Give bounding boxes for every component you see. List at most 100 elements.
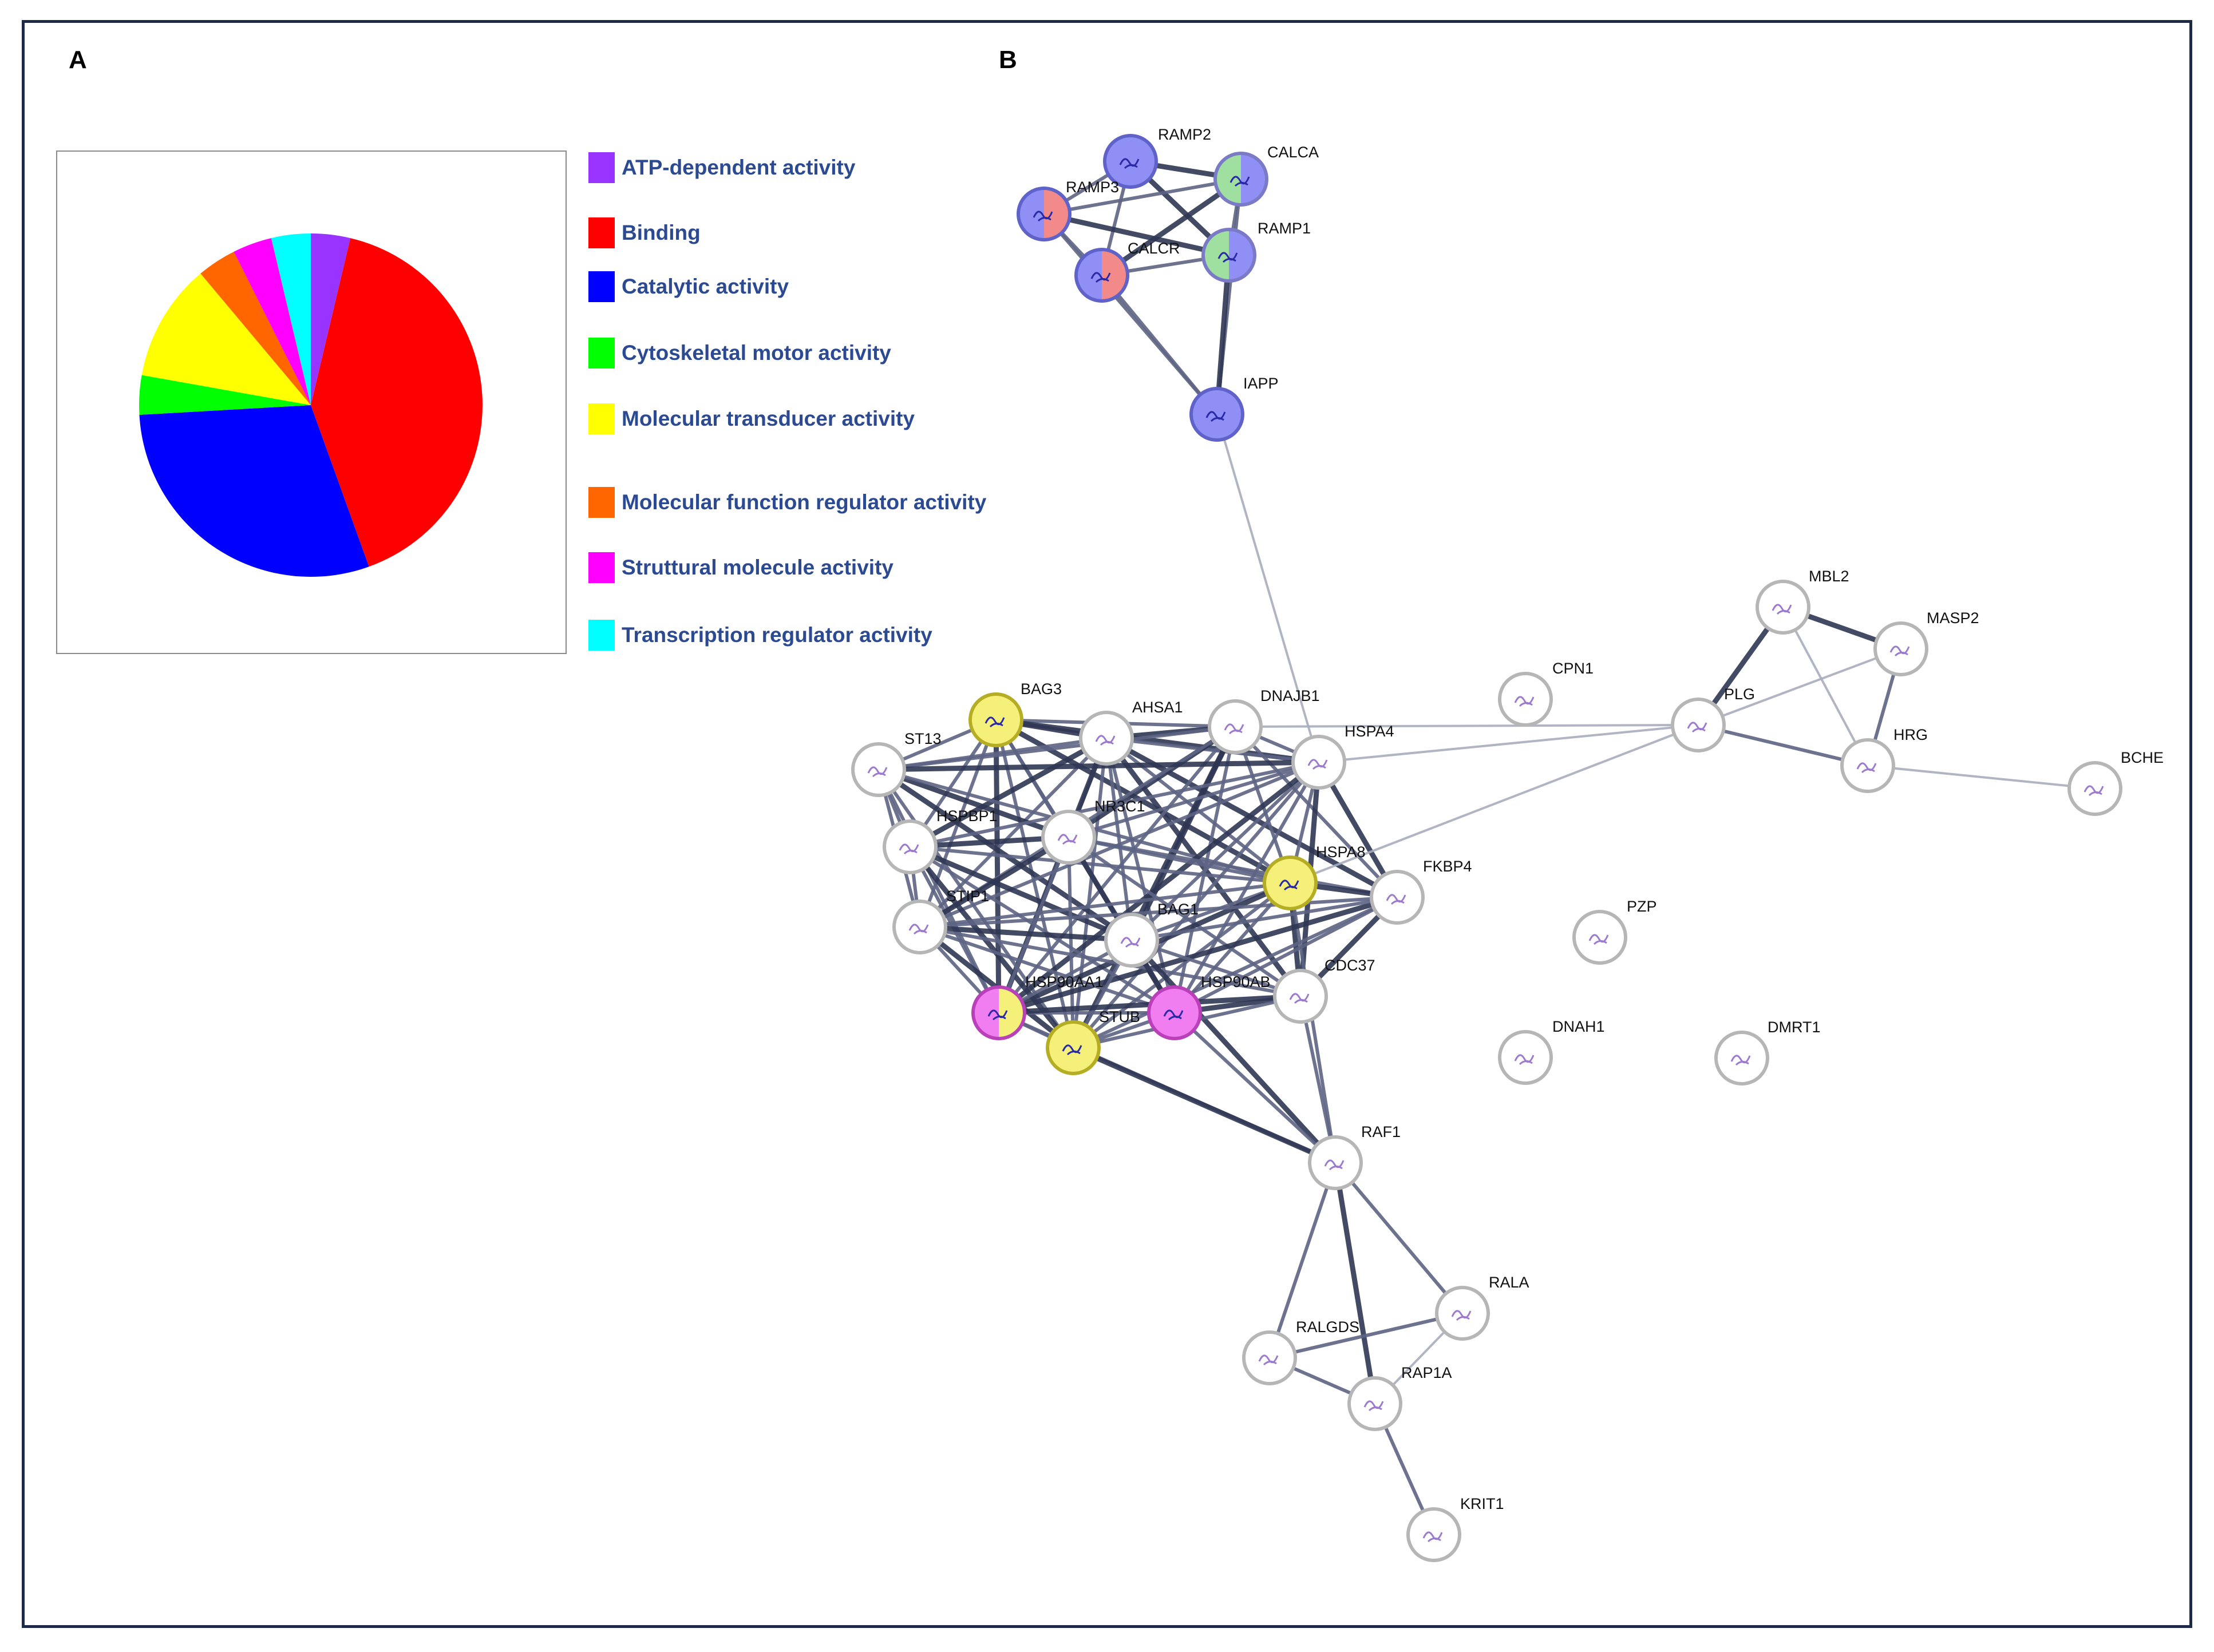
node-fkbp4[interactable]: FKBP4	[1370, 858, 1472, 925]
node-raf1[interactable]: RAF1	[1308, 1123, 1401, 1190]
protein-structure-icon	[867, 766, 888, 778]
node-st13[interactable]: ST13	[851, 730, 942, 797]
node-plg[interactable]: PLG	[1671, 686, 1755, 752]
node-nr3c1[interactable]: NR3C1	[1041, 798, 1145, 865]
node-circle	[1435, 1286, 1490, 1341]
node-bche[interactable]: BCHE	[2067, 749, 2164, 816]
node-circle	[1756, 580, 1810, 635]
edge-hspbp1-bag1	[909, 844, 1133, 943]
node-cpn1[interactable]: CPN1	[1498, 660, 1594, 727]
node-ramp3[interactable]: RAMP3	[1017, 179, 1119, 241]
edge-fkbp4-stip1	[919, 896, 1398, 929]
node-circle	[1572, 910, 1627, 965]
node-calca[interactable]: CALCA	[1213, 144, 1319, 207]
edge-hspa8-plg	[1290, 724, 1699, 884]
node-circle	[883, 819, 938, 874]
node-bag1[interactable]: BAG1	[1104, 901, 1199, 968]
edge-calca-calcr	[1100, 177, 1243, 278]
protein-structure-icon	[1090, 272, 1111, 283]
node-ramp2[interactable]: RAMP2	[1103, 126, 1211, 189]
node-hspa8[interactable]: HSPA8	[1263, 843, 1366, 910]
pie-slice-binding	[311, 238, 483, 567]
protein-structure-icon	[1772, 604, 1792, 615]
node-label: STIP1	[946, 888, 989, 905]
edge-nr3c1-cdc37	[1068, 835, 1302, 998]
protein-structure-icon	[1279, 880, 1299, 891]
node-circle	[1273, 969, 1328, 1024]
protein-structure-icon	[1451, 1310, 1472, 1321]
node-calcr[interactable]: CALCR	[1074, 240, 1180, 303]
legend-label: ATP-dependent activity	[622, 156, 856, 179]
node-cdc37[interactable]: CDC37	[1273, 957, 1375, 1024]
edge-nr3c1-stub	[1067, 837, 1075, 1048]
node-dnah1[interactable]: DNAH1	[1498, 1018, 1605, 1085]
node-hsp90ab[interactable]: HSP90AB	[1147, 973, 1271, 1040]
protein-structure-icon	[1856, 762, 1877, 774]
edge-stip1-bag1	[919, 924, 1132, 943]
node-label: NR3C1	[1094, 798, 1145, 815]
node-label: AHSA1	[1132, 699, 1183, 716]
node-fill-left	[973, 987, 999, 1039]
node-label: HSP90AB	[1201, 973, 1271, 991]
node-circle	[1308, 1135, 1363, 1190]
node-circle	[1242, 1330, 1297, 1385]
node-circle	[1370, 870, 1425, 925]
node-dnajb1[interactable]: DNAJB1	[1208, 687, 1320, 754]
legend-swatch	[588, 217, 615, 248]
node-pzp[interactable]: PZP	[1572, 898, 1657, 965]
edge-ahsa1-hspa4	[1106, 736, 1319, 764]
node-circle	[1201, 228, 1256, 283]
node-hspbp1[interactable]: HSPBP1	[883, 807, 998, 874]
node-label: KRIT1	[1460, 1495, 1504, 1512]
edge-hspa4-hspbp1	[910, 760, 1319, 849]
node-mbl2[interactable]: MBL2	[1756, 568, 1849, 635]
node-label: MBL2	[1809, 568, 1849, 585]
node-rala[interactable]: RALA	[1435, 1274, 1529, 1341]
node-hspa4[interactable]: HSPA4	[1291, 723, 1394, 790]
node-bag3[interactable]: BAG3	[968, 680, 1062, 747]
protein-structure-icon	[1119, 158, 1140, 169]
pie-chart-box	[56, 150, 567, 654]
protein-structure-icon	[1033, 211, 1053, 222]
legend-label: Cytoskeletal motor activity	[622, 341, 891, 365]
edge-fkbp4-stub	[1072, 896, 1398, 1049]
edge-hspa8-stub	[1072, 881, 1291, 1049]
legend-label: Molecular transducer activity	[622, 407, 915, 430]
node-label: HSP90AA1	[1025, 973, 1104, 991]
node-masp2[interactable]: MASP2	[1873, 609, 1979, 676]
node-circle	[1079, 711, 1134, 766]
node-hrg[interactable]: HRG	[1840, 726, 1928, 793]
node-hsp90aa1[interactable]: HSP90AA1	[971, 973, 1104, 1040]
edge-ahsa1-cdc37	[1104, 736, 1303, 998]
node-ahsa1[interactable]: AHSA1	[1079, 699, 1183, 766]
node-ramp1[interactable]: RAMP1	[1201, 220, 1311, 283]
node-label: RAF1	[1361, 1123, 1401, 1140]
edge-hrg-bche	[1867, 764, 2096, 790]
edge-hsp90ab-raf1	[1173, 1011, 1337, 1164]
edge-fkbp4-bag1	[1131, 896, 1398, 942]
node-label: RAP1A	[1401, 1364, 1452, 1381]
node-ralgds[interactable]: RALGDS	[1242, 1318, 1359, 1385]
edge-st13-nr3c1	[877, 767, 1070, 840]
node-circle	[1498, 672, 1553, 727]
figure-frame	[22, 20, 2192, 1628]
node-iapp[interactable]: IAPP	[1189, 375, 1279, 442]
edge-nr3c1-fkbp4	[1068, 835, 1398, 899]
protein-structure-icon	[1095, 735, 1116, 746]
node-circle	[1017, 187, 1072, 241]
node-label: CPN1	[1552, 660, 1594, 677]
node-stip1[interactable]: STIP1	[892, 888, 989, 954]
legend-swatch	[588, 552, 615, 583]
node-rap1a[interactable]: RAP1A	[1347, 1364, 1452, 1431]
node-krit1[interactable]: KRIT1	[1406, 1495, 1504, 1562]
node-fill-left	[1018, 188, 1044, 240]
protein-structure-icon	[987, 1009, 1008, 1021]
node-stub[interactable]: STUB	[1046, 1008, 1140, 1075]
node-dmrt1[interactable]: DMRT1	[1714, 1019, 1821, 1086]
protein-structure-icon	[1258, 1354, 1279, 1366]
protein-structure-icon	[1386, 894, 1406, 905]
edge-mbl2-hrg	[1782, 607, 1869, 766]
network-nodes: RAMP2CALCARAMP3RAMP1CALCRIAPPBAG3AHSA1DN…	[851, 126, 2164, 1562]
node-circle	[1347, 1376, 1402, 1431]
node-circle	[1213, 152, 1268, 207]
